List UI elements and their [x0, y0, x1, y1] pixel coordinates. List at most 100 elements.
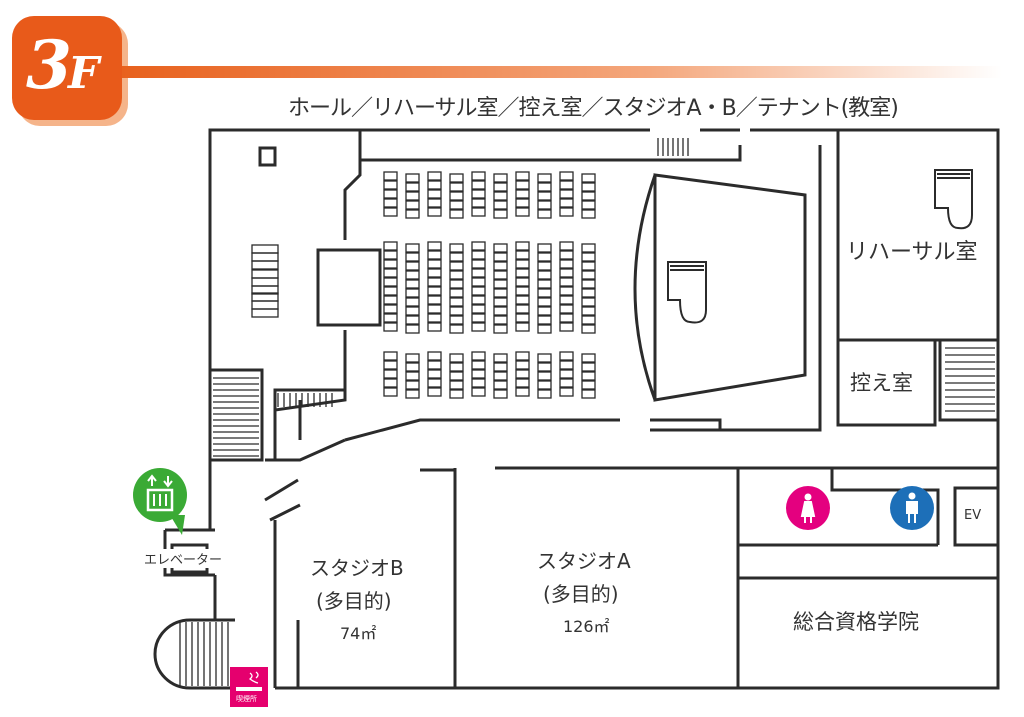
seat	[581, 191, 596, 201]
ev-label: EV	[964, 508, 982, 523]
seat	[449, 243, 464, 253]
seat	[515, 360, 530, 370]
seat	[449, 200, 464, 210]
seat	[581, 306, 596, 316]
seat	[559, 286, 574, 296]
seat	[515, 387, 530, 397]
seat	[493, 306, 508, 316]
seat	[559, 268, 574, 278]
seat	[471, 241, 486, 251]
seat	[405, 173, 420, 183]
seat	[537, 353, 552, 363]
seat	[493, 200, 508, 210]
floor-subtitle: ホール／リハーサル室／控え室／スタジオA・B／テナント(教室)	[288, 96, 899, 121]
seat	[449, 252, 464, 262]
seat	[383, 304, 398, 314]
seat	[383, 171, 398, 181]
seat	[581, 371, 596, 381]
seat	[493, 297, 508, 307]
seat	[559, 295, 574, 305]
seat	[449, 261, 464, 271]
seat	[471, 198, 486, 208]
seat	[427, 268, 442, 278]
seat	[581, 182, 596, 192]
seat	[493, 315, 508, 325]
seat	[471, 313, 486, 323]
seat	[405, 252, 420, 262]
seat	[515, 198, 530, 208]
seat	[559, 304, 574, 314]
seat	[405, 200, 420, 210]
seat	[581, 200, 596, 210]
seat	[427, 369, 442, 379]
seat	[427, 189, 442, 199]
seat	[405, 261, 420, 271]
seat	[383, 259, 398, 269]
elevator-icon	[133, 468, 187, 535]
seat	[493, 252, 508, 262]
smoking-area-icon	[230, 667, 268, 707]
seat	[427, 198, 442, 208]
seat	[581, 324, 596, 334]
seat	[383, 369, 398, 379]
seat	[471, 180, 486, 190]
header-bar	[122, 66, 1002, 78]
seat	[449, 173, 464, 183]
seat	[471, 268, 486, 278]
seat	[405, 191, 420, 201]
seat	[471, 277, 486, 287]
seat	[449, 270, 464, 280]
seat	[515, 259, 530, 269]
seat	[427, 360, 442, 370]
seat	[251, 252, 279, 262]
floor-badge: 3F	[12, 16, 122, 120]
seat	[449, 353, 464, 363]
seat	[581, 288, 596, 298]
seat	[405, 371, 420, 381]
seat	[559, 189, 574, 199]
female-restroom-icon	[786, 486, 830, 530]
seat	[471, 304, 486, 314]
seat	[383, 351, 398, 361]
seat	[537, 182, 552, 192]
seat	[515, 351, 530, 361]
seat	[515, 250, 530, 260]
seat	[537, 362, 552, 372]
seat	[449, 315, 464, 325]
seat	[515, 189, 530, 199]
seat	[515, 313, 530, 323]
seat	[559, 313, 574, 323]
smoking-label: 喫煙所	[236, 695, 257, 703]
seat	[493, 324, 508, 334]
seat	[449, 288, 464, 298]
seat	[427, 322, 442, 332]
seat	[493, 182, 508, 192]
seat	[559, 277, 574, 287]
seat	[515, 268, 530, 278]
seat	[427, 277, 442, 287]
seat	[471, 286, 486, 296]
seat	[405, 243, 420, 253]
seat	[405, 324, 420, 334]
seat	[581, 279, 596, 289]
seat	[581, 173, 596, 183]
seat	[405, 182, 420, 192]
seat	[515, 369, 530, 379]
staircases	[179, 138, 995, 686]
seat	[383, 313, 398, 323]
seat	[493, 279, 508, 289]
seat	[559, 378, 574, 388]
seat	[493, 261, 508, 271]
seat	[493, 362, 508, 372]
seat	[427, 351, 442, 361]
seat	[559, 250, 574, 260]
seat	[537, 380, 552, 390]
seat	[581, 261, 596, 271]
seat	[427, 378, 442, 388]
seat	[493, 243, 508, 253]
seat	[251, 285, 279, 295]
seat	[251, 300, 279, 310]
seat	[383, 277, 398, 287]
studio-a-area: 126㎡	[563, 617, 610, 636]
